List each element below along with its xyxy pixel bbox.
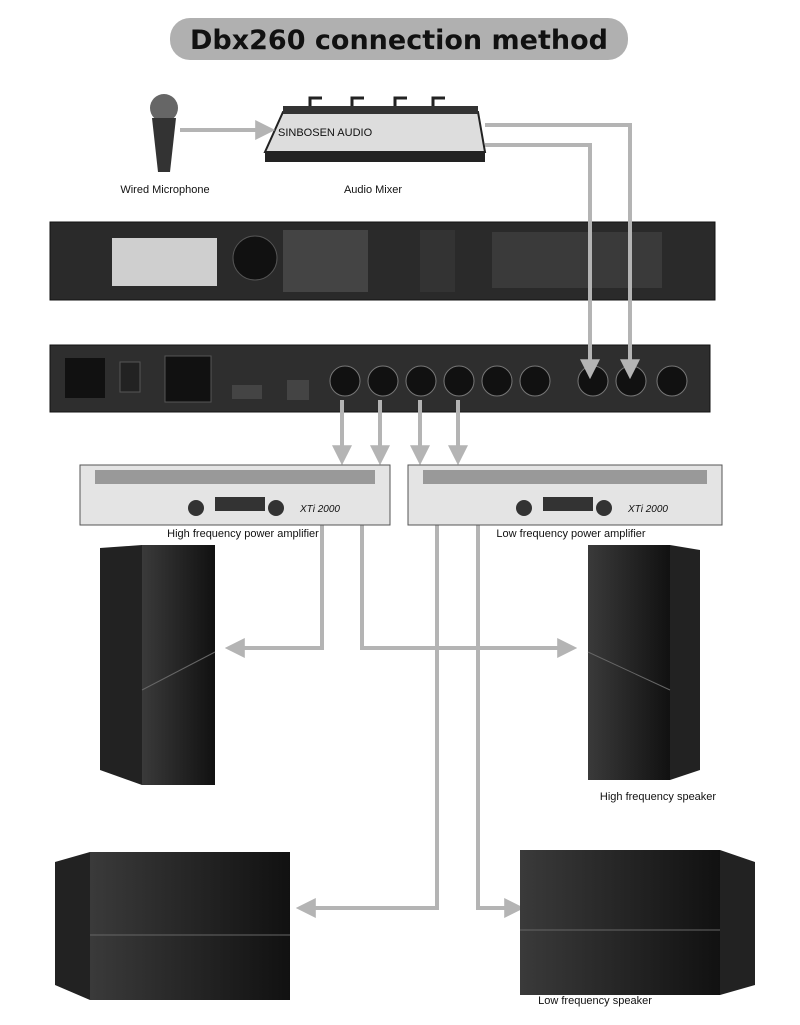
- mixer-to-input-b: [485, 143, 600, 380]
- mixer-brand: SINBOSEN AUDIO: [278, 127, 373, 139]
- mixer-to-input-a: [485, 123, 640, 380]
- speaker-low-left: [55, 852, 290, 1000]
- processor-front-panel: [49, 221, 716, 301]
- amp-high-label: High frequency power amplifier: [167, 528, 319, 540]
- amp-high-model: XTi 2000: [299, 504, 340, 515]
- processor-back-panel: [49, 344, 711, 413]
- speaker-high-left: [100, 545, 216, 785]
- amp-low-label: Low frequency power amplifier: [496, 528, 646, 540]
- microphone: Wired Microphone: [120, 94, 210, 196]
- title-banner: Dbx260 connection method: [170, 18, 628, 60]
- speaker-low-label: Low frequency speaker: [538, 995, 652, 1007]
- audio-mixer: SINBOSEN AUDIO Audio Mixer: [263, 96, 487, 196]
- amp-to-low-left: [295, 525, 439, 918]
- amp-low: XTi 2000 Low frequency power amplifier: [407, 464, 723, 540]
- amp-high: XTi 2000 High frequency power amplifier: [79, 464, 391, 540]
- amp-low-model: XTi 2000: [627, 504, 668, 515]
- amp-to-high-right: [360, 525, 578, 658]
- speaker-low-right: Low frequency speaker: [520, 850, 755, 1007]
- amp-to-low-right: [476, 525, 525, 918]
- mixer-label: Audio Mixer: [344, 184, 402, 196]
- microphone-label: Wired Microphone: [120, 184, 209, 196]
- signal-wires: [180, 120, 640, 918]
- speaker-high-label: High frequency speaker: [600, 791, 717, 803]
- speaker-high-right: High frequency speaker: [587, 545, 717, 803]
- page-title: Dbx260 connection method: [190, 25, 608, 56]
- amp-to-high-left: [224, 525, 324, 658]
